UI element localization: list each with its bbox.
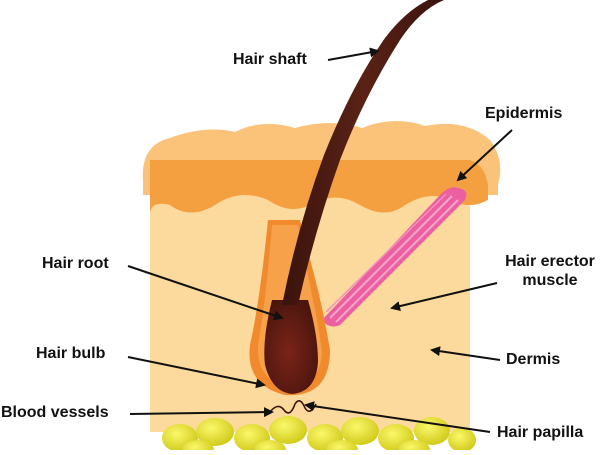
label-epidermis: Epidermis (485, 105, 563, 122)
arrow-hair-root (127, 265, 284, 321)
hair-shaft-shape (282, 0, 444, 305)
hair-erector-muscle (322, 187, 467, 327)
label-blood-vessels: Blood vessels (1, 404, 109, 421)
label-hair-papilla: Hair papilla (497, 424, 584, 441)
label-hair-root: Hair root (42, 255, 109, 272)
arrow-hair-erector-muscle (390, 282, 498, 312)
hair-bulb-shape (264, 300, 318, 394)
label-hair-erector-line1: Hair erector (505, 253, 595, 270)
label-hair-erector-muscle: Hair erector muscle (497, 252, 603, 290)
pointer-arrows (127, 47, 513, 433)
arrow-epidermis (456, 129, 513, 182)
arrow-hair-shaft (327, 47, 380, 61)
arrow-blood-vessels (129, 407, 274, 418)
arrow-hair-bulb (127, 356, 266, 389)
fat-cells (162, 416, 476, 455)
label-hair-bulb: Hair bulb (36, 345, 106, 362)
label-hair-shaft: Hair shaft (233, 51, 307, 68)
arrow-dermis (430, 346, 501, 361)
arrow-hair-papilla (304, 401, 491, 433)
label-hair-erector-line2: muscle (522, 272, 578, 289)
label-dermis: Dermis (506, 351, 561, 368)
